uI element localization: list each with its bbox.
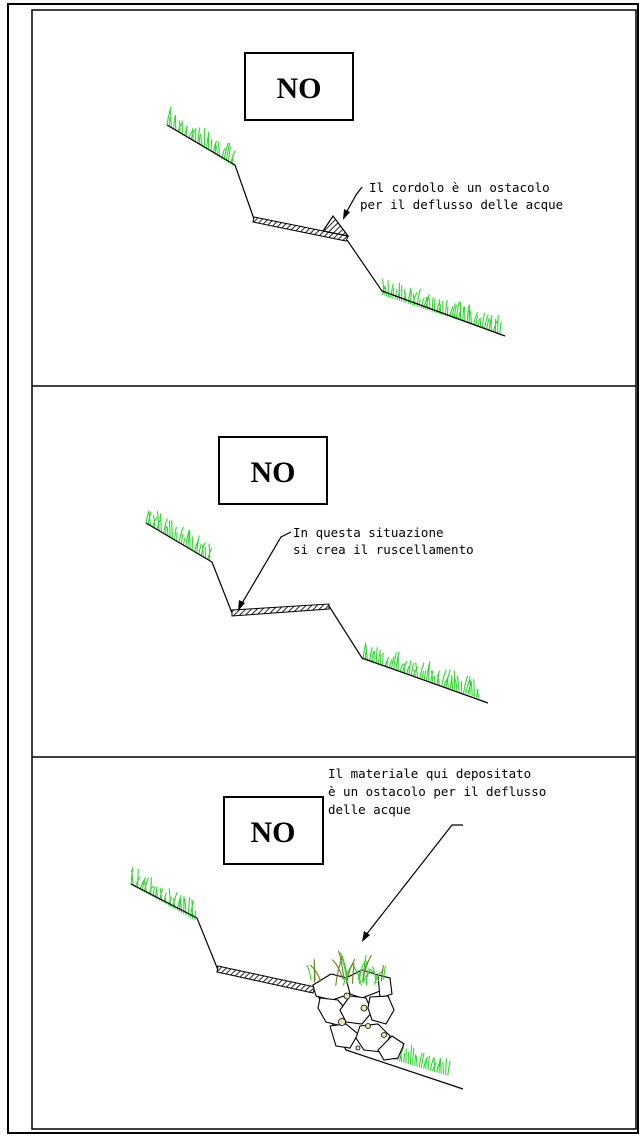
no-label-text: NO: [251, 456, 296, 489]
arrowhead: [362, 931, 370, 942]
slope-profile-lower: [328, 605, 489, 704]
grass-blades: [381, 278, 502, 334]
no-label-box: [218, 436, 328, 505]
slope-profile-upper: [145, 522, 233, 614]
outer-frame: [7, 3, 639, 1134]
arrowhead: [238, 600, 245, 611]
no-label-box: [223, 796, 324, 865]
grass-tuft-lower: [381, 278, 502, 334]
grass-tuft-upper: [130, 866, 197, 921]
annotation-text: Il cordolo è un ostacolo per il deflusso…: [360, 180, 563, 212]
grass-tuft-upper: [145, 510, 213, 562]
note-leader-arrow: [345, 186, 363, 214]
grass-blades: [362, 642, 480, 699]
grass-blades: [394, 1044, 451, 1076]
grass-blades: [166, 106, 236, 166]
paved-road-surface: [216, 965, 316, 994]
paved-road-surface: [231, 603, 330, 617]
grass-blades: [145, 510, 213, 562]
annotation-text: In questa situazione si crea il ruscella…: [293, 525, 474, 557]
paved-road-surface: [252, 216, 349, 242]
no-label-text: NO: [251, 816, 296, 849]
panel-1: NO Il cordolo è un ostacolo per il deflu…: [166, 52, 563, 337]
no-label-text: NO: [277, 72, 322, 105]
note-leader-arrow: [240, 531, 292, 606]
grass-tuft-upper: [166, 106, 236, 166]
curb-obstacle: [322, 214, 350, 237]
note-leader-arrow: [365, 824, 463, 936]
deposited-vegetation: [306, 950, 387, 986]
slope-profile-upper: [130, 883, 219, 971]
deposited-rock-pile: [312, 969, 405, 1061]
no-label-box: [244, 52, 354, 121]
grass-tuft-lower: [394, 1044, 451, 1076]
arrowhead: [343, 209, 350, 220]
panel-2: NO In questa situazione si crea il rusce…: [145, 436, 489, 704]
vegetation-blades: [309, 950, 385, 986]
annotation-text: Il materiale qui depositato è un ostacol…: [328, 766, 554, 817]
slope-profile-upper: [166, 124, 255, 220]
panel-3: NO Il materiale qui depos: [130, 766, 554, 1090]
grass-tuft-lower: [362, 642, 480, 699]
grass-blades: [130, 866, 197, 921]
slope-profile-lower: [346, 239, 506, 337]
inner-frame: [31, 9, 637, 1130]
